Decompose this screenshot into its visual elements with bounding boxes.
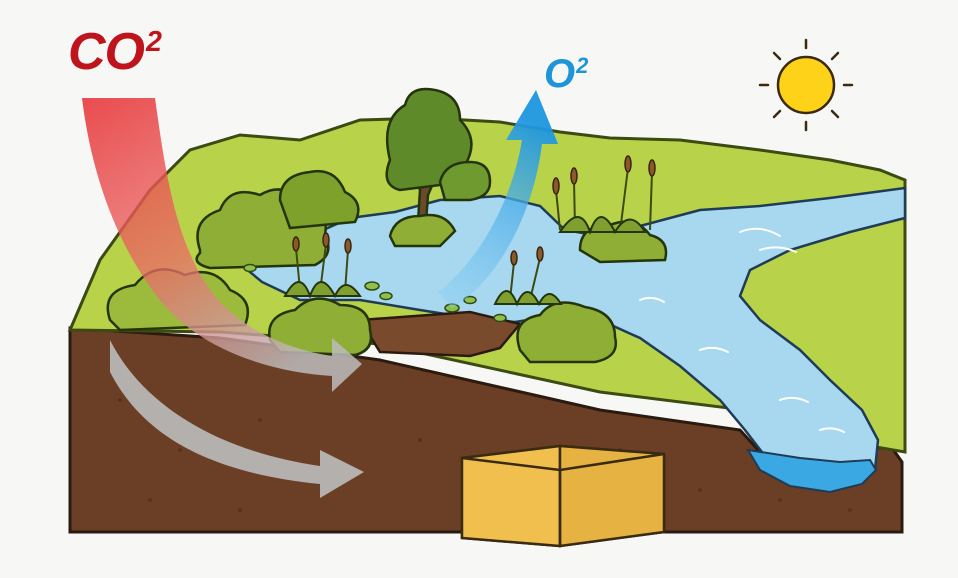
co2-label: CO2: [68, 22, 161, 82]
o2-label: O2: [544, 52, 587, 97]
co2-label-subscript: 2: [146, 26, 161, 58]
o2-label-main: O: [544, 52, 574, 96]
o2-label-subscript: 2: [576, 53, 587, 78]
carbon-storage-block: [462, 446, 664, 546]
co2-label-main: CO: [68, 23, 144, 81]
